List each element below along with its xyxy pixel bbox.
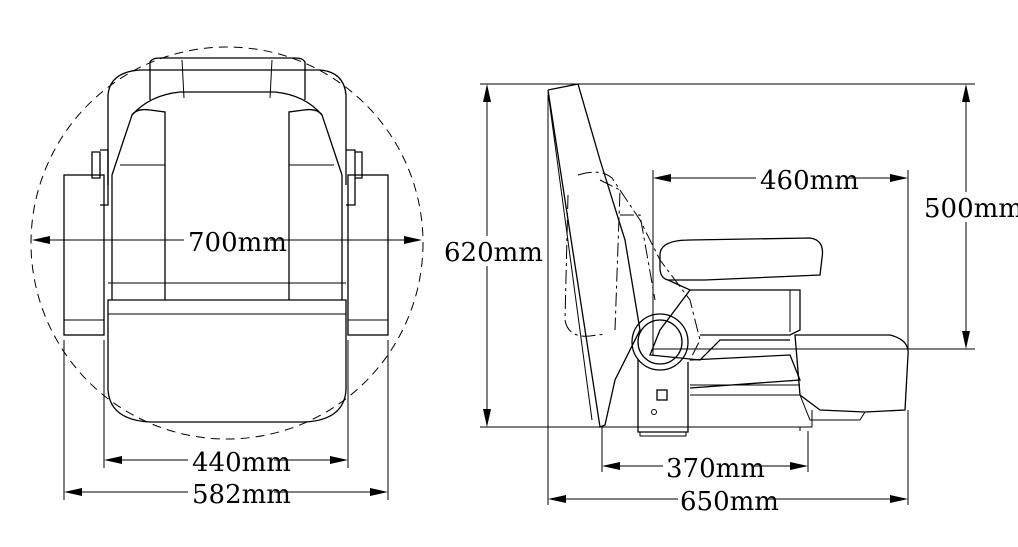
top-view: 700mm 440mm 582mm	[30, 46, 424, 510]
dim-620: 620mm	[442, 83, 975, 428]
dim-620-label: 620mm	[444, 238, 543, 268]
dim-370: 370mm	[601, 427, 809, 484]
swivel-ring	[631, 313, 689, 371]
headrest	[149, 57, 306, 100]
dim-650: 650mm	[547, 95, 909, 517]
armrest-left	[63, 174, 105, 336]
dim-440: 440mm	[103, 340, 349, 478]
swivel-circle	[30, 46, 424, 440]
dim-700: 700mm	[32, 226, 422, 258]
seat-cushion-side	[659, 237, 824, 281]
side-view: 620mm 460mm 500mm	[442, 83, 1018, 517]
dim-500: 500mm	[653, 84, 1018, 350]
armrest-bracket-right	[346, 149, 363, 206]
dim-440-label: 440mm	[192, 448, 291, 478]
dim-370-label: 370mm	[666, 454, 765, 484]
dim-582-label: 582mm	[192, 480, 291, 510]
dim-582: 582mm	[63, 340, 389, 510]
backrest-side	[547, 83, 641, 428]
dim-500-label: 500mm	[924, 194, 1018, 224]
backrest-frame	[107, 69, 347, 185]
dim-460-label: 460mm	[760, 166, 859, 196]
base-slider	[794, 334, 909, 413]
dim-700-label: 700mm	[188, 228, 287, 258]
pedestal-box	[637, 360, 689, 433]
dim-460: 460mm	[652, 164, 909, 355]
armrest-right	[347, 174, 389, 336]
seat-cushion	[107, 299, 347, 423]
armrest-bracket-left	[91, 149, 109, 206]
dim-650-label: 650mm	[680, 487, 779, 517]
